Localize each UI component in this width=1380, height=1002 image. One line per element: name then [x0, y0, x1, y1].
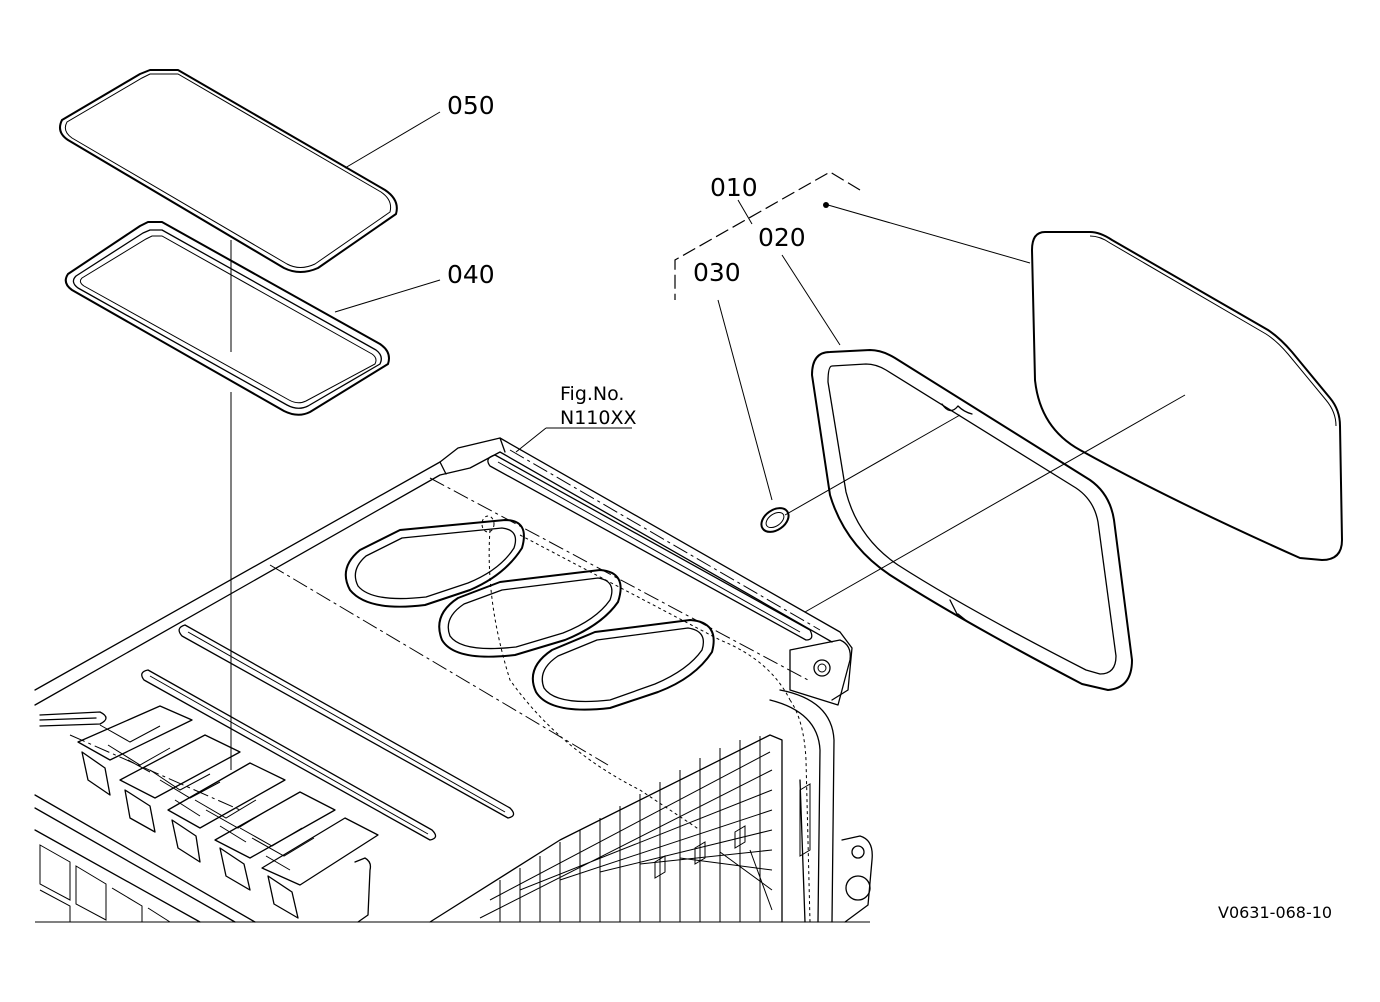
callout-030: 030 [693, 258, 741, 287]
callout-010: 010 [710, 173, 758, 202]
callout-020: 020 [758, 223, 806, 252]
part-020-frame-gasket [811, 349, 1133, 691]
assembly-line-diagonal [804, 394, 1186, 613]
cabin-body [34, 437, 873, 923]
part-040-gasket [64, 221, 390, 416]
part-030-o-ring [760, 507, 790, 533]
dot-marker [823, 202, 829, 208]
figure-ref-number: N110XX [560, 407, 637, 429]
lower-left-grille [34, 794, 372, 923]
right-side-mesh [429, 734, 811, 923]
group-bracket-010 [674, 171, 861, 300]
drawing-code: V0631-068-10 [1218, 903, 1332, 922]
leader-lines [334, 111, 1031, 501]
left-grille [77, 705, 379, 919]
part-010-side-glass [1031, 231, 1343, 561]
part-050-cover-plate [59, 69, 398, 273]
callout-040: 040 [447, 260, 495, 289]
callout-050: 050 [447, 91, 495, 120]
figure-ref-label: Fig.No. [560, 383, 624, 405]
